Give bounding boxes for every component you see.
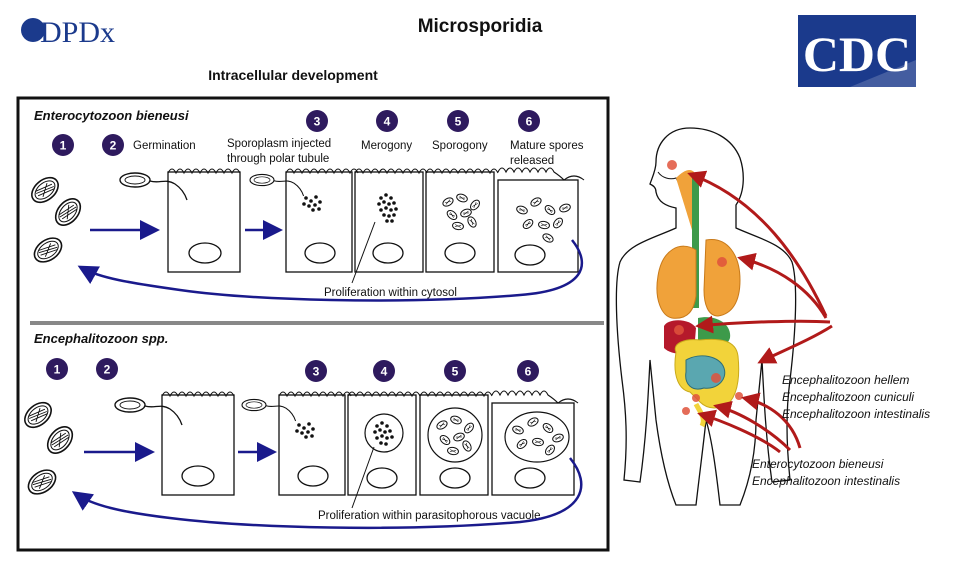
top-cell-3 xyxy=(354,168,428,273)
svg-text:2: 2 xyxy=(110,139,117,153)
top-injecting-spore xyxy=(249,173,305,197)
dpdx-logo-text: DPDx xyxy=(40,16,115,49)
top-step-5: 5 xyxy=(447,110,469,132)
top-spores xyxy=(26,171,87,268)
merogony-label: Merogony xyxy=(361,140,412,152)
dpdx-logo-icon xyxy=(21,18,45,42)
body-label-group2: Enterocytozoon bieneusi Encephalitozoon … xyxy=(752,457,900,488)
label-e-hellem: Encephalitozoon hellem xyxy=(782,373,909,387)
svg-text:6: 6 xyxy=(526,115,533,129)
svg-text:5: 5 xyxy=(455,115,462,129)
top-germinating-spore xyxy=(119,172,188,201)
top-proliferation-label: Proliferation within cytosol xyxy=(324,287,457,299)
bottom-proliferation-label: Proliferation within parasitophorous vac… xyxy=(318,510,540,522)
infection-arrows xyxy=(687,170,833,454)
bottom-cell-1 xyxy=(161,391,235,496)
svg-text:1: 1 xyxy=(54,363,61,377)
bottom-step-3: 3 xyxy=(305,360,327,382)
svg-text:4: 4 xyxy=(384,115,391,129)
bottom-step-4: 4 xyxy=(373,360,395,382)
bottom-proliferation-pointer xyxy=(351,446,375,509)
top-species-label: Enterocytozoon bieneusi xyxy=(34,108,189,123)
bottom-cell-5 xyxy=(491,390,579,496)
sporoplasm-label-line2: through polar tubule xyxy=(227,153,329,165)
bottom-step-5: 5 xyxy=(444,360,466,382)
bottom-spores xyxy=(19,396,79,500)
top-step-numbers: 1 2 3 4 5 6 xyxy=(52,110,540,156)
bottom-injecting-spore xyxy=(241,398,297,422)
label-e-intestinalis-2: Encephalitozoon intestinalis xyxy=(752,474,900,488)
svg-text:6: 6 xyxy=(525,365,532,379)
label-e-cuniculi: Encephalitozoon cuniculi xyxy=(782,390,914,404)
label-e-intestinalis-1: Encephalitozoon intestinalis xyxy=(782,407,930,421)
right-lung xyxy=(703,239,741,317)
small-intestine xyxy=(685,355,726,390)
bottom-cell-2 xyxy=(278,391,352,496)
dpdx-logo: DPDx xyxy=(21,16,115,49)
top-step-4: 4 xyxy=(376,110,398,132)
left-lung xyxy=(656,245,697,319)
top-cell-2 xyxy=(285,168,359,273)
top-cell-4 xyxy=(425,168,499,273)
bottom-cell-3 xyxy=(347,391,421,496)
body-label-group1: Encephalitozoon hellem Encephalitozoon c… xyxy=(782,373,930,421)
bottom-species-label: Encephalitozoon spp. xyxy=(34,331,168,346)
cdc-logo: CDC xyxy=(798,15,916,87)
top-cell-5 xyxy=(497,167,585,273)
top-cell-1 xyxy=(167,168,241,273)
mature-spores-label-line2: released xyxy=(510,155,554,167)
human-body xyxy=(615,127,797,506)
subtitle: Intracellular development xyxy=(208,67,378,83)
svg-text:2: 2 xyxy=(104,363,111,377)
lifecycle-frame xyxy=(16,96,610,552)
esophagus xyxy=(692,178,699,308)
svg-text:1: 1 xyxy=(60,139,67,153)
page-title: Microsporidia xyxy=(418,16,543,37)
top-return-arrow xyxy=(77,239,584,302)
bottom-return-arrow xyxy=(71,457,583,530)
bottom-step-numbers: 1 2 3 4 5 6 xyxy=(46,358,539,382)
infection-sites xyxy=(667,160,743,415)
svg-text:4: 4 xyxy=(381,365,388,379)
top-step-3: 3 xyxy=(306,110,328,132)
sporoplasm-label-line1: Sporoplasm injected xyxy=(227,138,331,150)
svg-text:3: 3 xyxy=(314,115,321,129)
svg-text:5: 5 xyxy=(452,365,459,379)
bottom-cell-4 xyxy=(419,391,493,496)
svg-text:3: 3 xyxy=(313,365,320,379)
cdc-logo-box xyxy=(798,15,916,87)
bottom-step-1: 1 xyxy=(46,358,68,380)
sporogony-label: Sporogony xyxy=(432,140,488,152)
bottom-step-6: 6 xyxy=(517,360,539,382)
bottom-germinating-spore xyxy=(114,397,183,426)
top-step-1: 1 xyxy=(52,134,74,156)
germination-label: Germination xyxy=(133,140,196,152)
mature-spores-label-line1: Mature spores xyxy=(510,140,584,152)
top-step-2: 2 xyxy=(102,134,124,156)
cdc-logo-text: CDC xyxy=(803,26,911,82)
top-step-6: 6 xyxy=(518,110,540,132)
top-proliferation-pointer xyxy=(351,221,376,284)
bottom-step-2: 2 xyxy=(96,358,118,380)
label-e-bieneusi: Enterocytozoon bieneusi xyxy=(752,457,884,471)
